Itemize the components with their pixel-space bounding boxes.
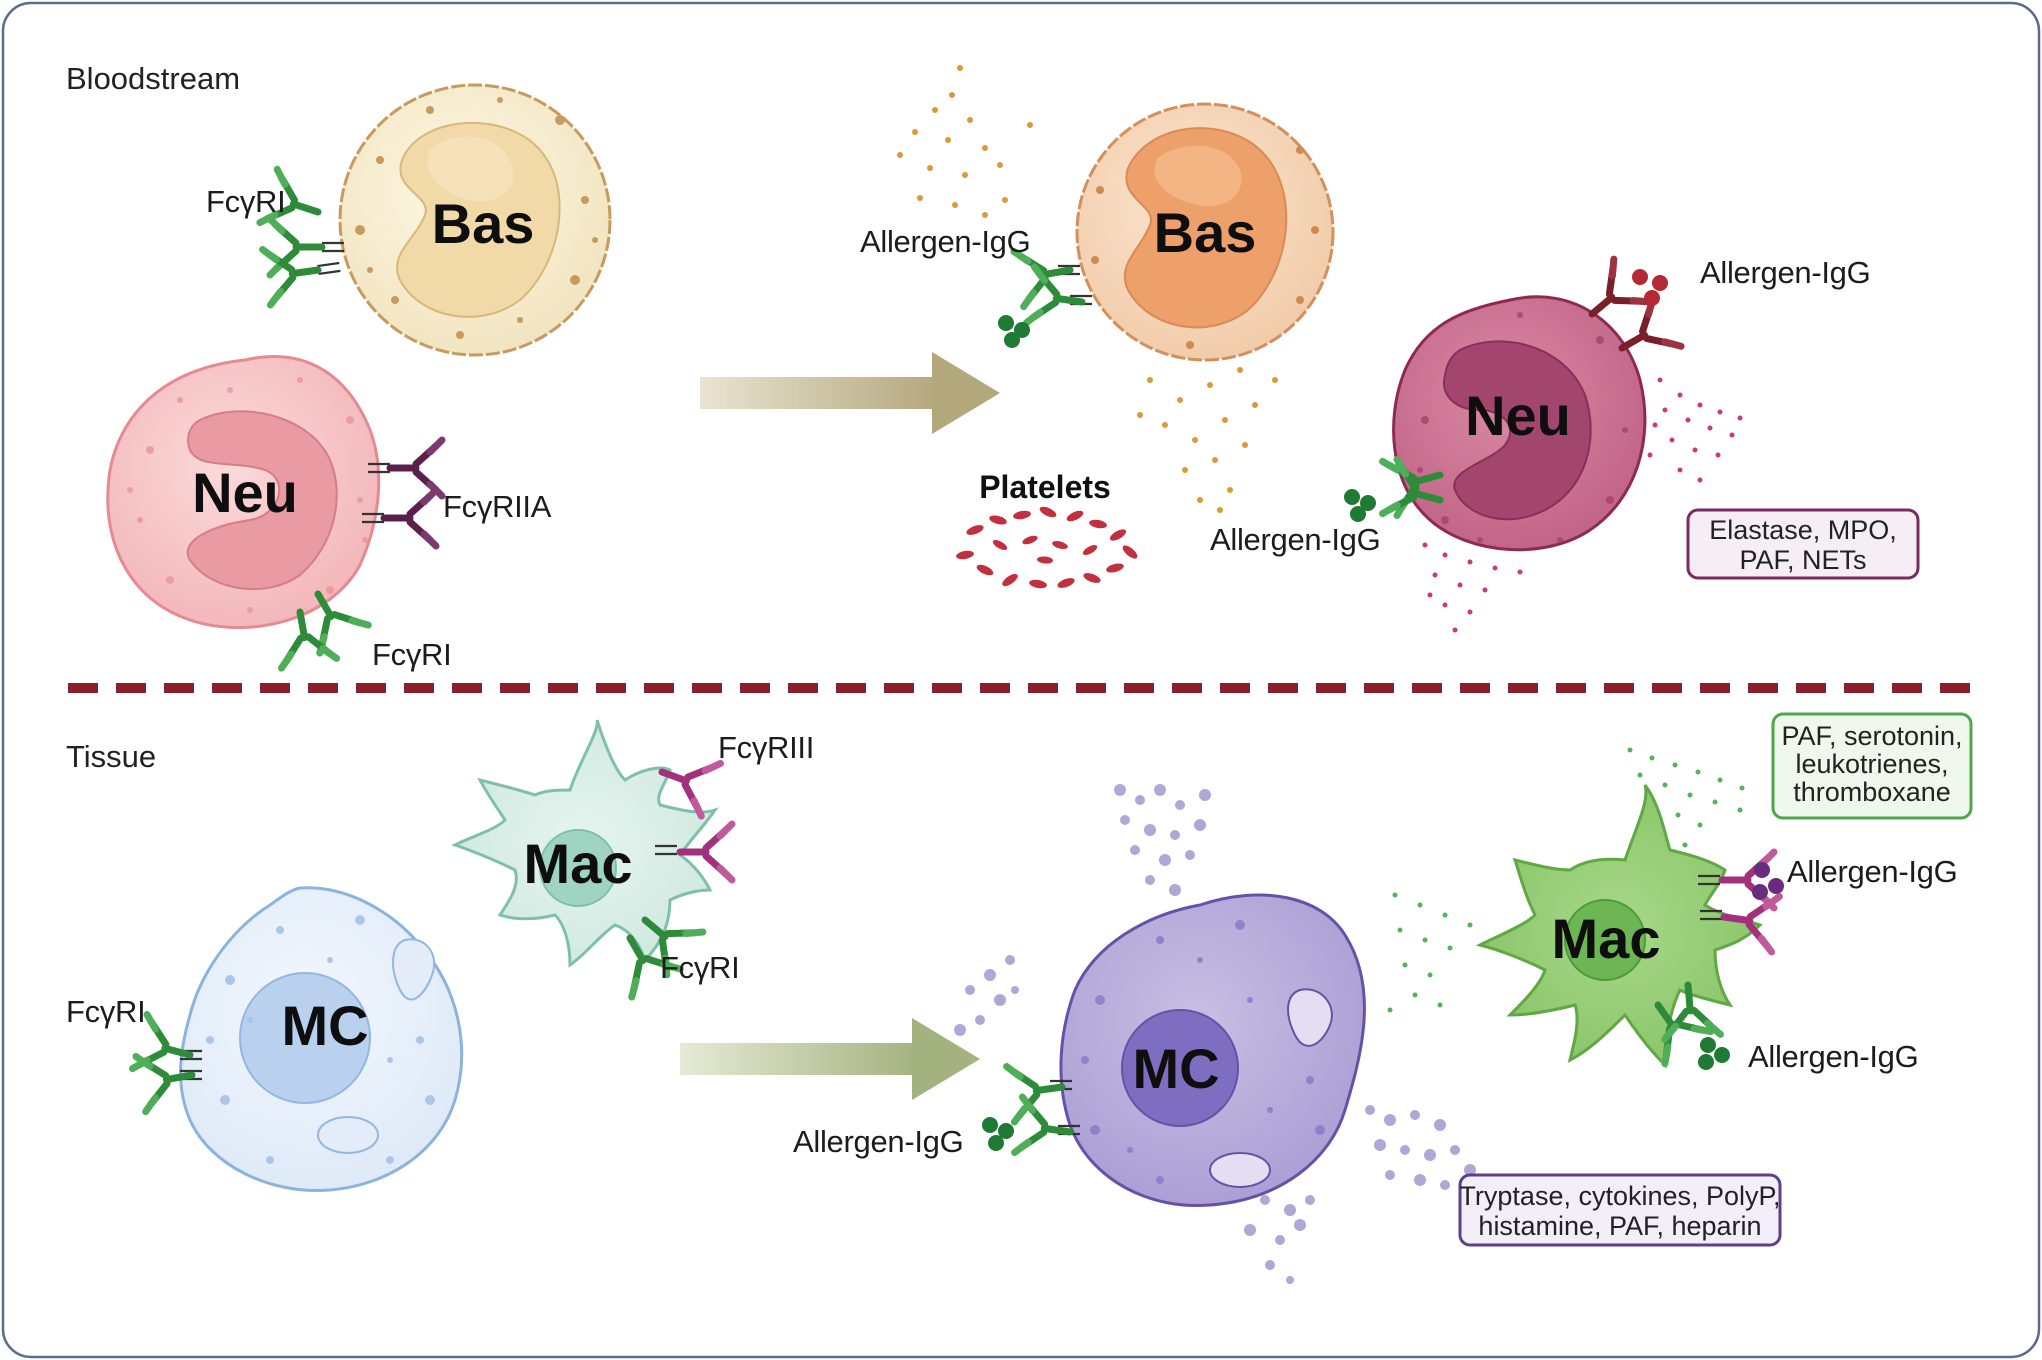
- label-mac-allergen-igg-top: Allergen-IgG: [1787, 854, 1957, 889]
- cell-label-mac-activated: Mac: [1552, 907, 1661, 970]
- basophil-activated: Bas: [1075, 102, 1335, 362]
- mediator-mc-line2: histamine, PAF, heparin: [1478, 1211, 1761, 1241]
- mediator-mac-line1: PAF, serotonin,: [1781, 721, 1962, 751]
- basophil-resting: Bas: [338, 83, 612, 357]
- label-bas-allergen-igg: Allergen-IgG: [860, 224, 1030, 259]
- basophil-granules: [897, 65, 1278, 513]
- macrophage-activated: Mac: [1475, 784, 1763, 1069]
- mediator-box-mast-cell: Tryptase, cytokines, PolyP, histamine, P…: [1458, 1173, 1782, 1247]
- mast-cell-granules: [954, 784, 1476, 1284]
- label-mac-allergen-igg-bottom: Allergen-IgG: [1748, 1039, 1918, 1074]
- mediator-box-neutrophil: Elastase, MPO, PAF, NETs: [1686, 508, 1920, 580]
- section-label-bloodstream: Bloodstream: [66, 61, 240, 96]
- label-mac-fcgri: FcγRI: [660, 950, 739, 985]
- neutrophil-granules: [1422, 377, 1743, 633]
- cell-label-neu-resting: Neu: [192, 461, 298, 524]
- arrow-tissue: [680, 1018, 980, 1100]
- mediator-mac-line3: thromboxane: [1793, 777, 1951, 807]
- cell-label-neu-activated: Neu: [1465, 384, 1571, 447]
- mc-allergen-igg: [982, 1059, 1082, 1159]
- label-mc-allergen-igg: Allergen-IgG: [793, 1124, 963, 1159]
- label-platelets: Platelets: [979, 469, 1111, 505]
- bas-allergen-igg: [998, 242, 1094, 348]
- mediator-box-macrophage: PAF, serotonin, leukotrienes, thromboxan…: [1771, 712, 1973, 820]
- neutrophil-activated: Neu: [1392, 295, 1647, 552]
- neu-allergen-igg-top: [1574, 259, 1681, 372]
- mediator-neu-line1: Elastase, MPO,: [1709, 515, 1897, 545]
- mast-cell-activated: MC: [1059, 893, 1366, 1208]
- label-neu-fcgriia: FcγRIIA: [443, 489, 552, 524]
- cell-label-mac-resting: Mac: [524, 832, 633, 895]
- label-mac-fcgriii: FcγRIII: [718, 730, 814, 765]
- label-bas-fcgri: FcγRI: [206, 184, 285, 219]
- cell-label-mc-activated: MC: [1132, 1037, 1219, 1100]
- label-neu-fcgri: FcγRI: [372, 637, 451, 672]
- mac-allergen-igg-bottom: [1635, 983, 1730, 1070]
- macrophage-resting: Mac: [451, 719, 719, 968]
- label-neu-allergen-igg-left: Allergen-IgG: [1210, 522, 1380, 557]
- cell-label-bas-activated: Bas: [1154, 201, 1257, 264]
- mac-allergen-igg-top: [1696, 852, 1784, 952]
- mediator-mc-line1: Tryptase, cytokines, PolyP,: [1459, 1181, 1780, 1211]
- cell-label-mc-resting: MC: [281, 994, 368, 1057]
- arrow-bloodstream: [700, 352, 1000, 434]
- mast-cell-resting: MC: [179, 886, 464, 1193]
- cell-label-bas-resting: Bas: [432, 192, 535, 255]
- neutrophil-resting: Neu: [106, 355, 381, 630]
- platelet-cluster: [956, 506, 1138, 589]
- label-neu-allergen-igg-top: Allergen-IgG: [1700, 255, 1870, 290]
- label-mc-fcgri: FcγRI: [66, 994, 145, 1029]
- section-label-tissue: Tissue: [66, 739, 156, 774]
- mediator-neu-line2: PAF, NETs: [1739, 545, 1866, 575]
- neu-allergen-igg-left: [1344, 448, 1447, 527]
- macrophage-granules: [1387, 747, 1745, 1013]
- mediator-mac-line2: leukotrienes,: [1795, 749, 1948, 779]
